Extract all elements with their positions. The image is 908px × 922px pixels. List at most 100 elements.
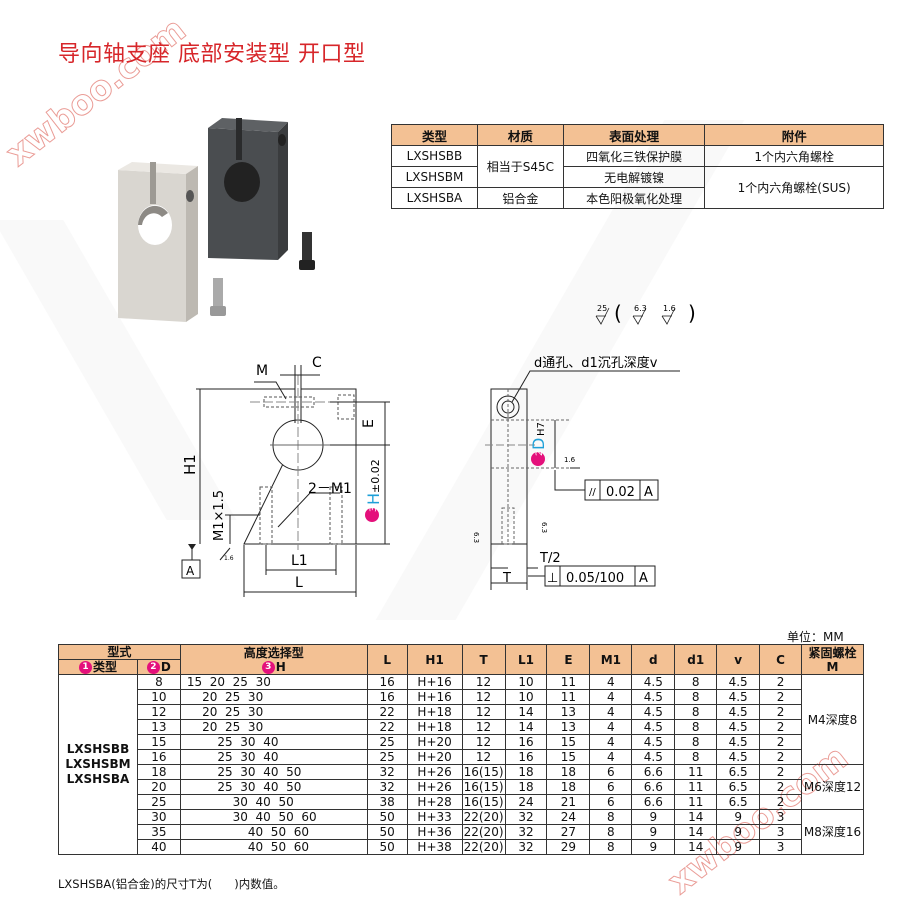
cell-d1: 8 [674, 674, 718, 690]
cell-v: 4.5 [716, 719, 761, 735]
cell-H: 40 50 60 [179, 839, 368, 855]
header-C: C [759, 644, 803, 675]
cell-D: 10 [136, 689, 181, 705]
cell-L: 25 [366, 734, 408, 750]
cell-C: 2 [759, 704, 803, 720]
cell-M1: 4 [589, 749, 633, 765]
cell-L1: 24 [504, 794, 548, 810]
cell-C: 2 [759, 689, 803, 705]
label-M: M [256, 363, 268, 379]
header-H1: H1 [406, 644, 463, 675]
cell-T: 12 [461, 704, 506, 720]
perpendicular-datum: A [639, 571, 648, 586]
cell-H1: H+20 [406, 749, 463, 765]
cell-D: 20 [136, 779, 181, 795]
header-bolt-M: M [826, 659, 839, 674]
cell-L1: 10 [504, 689, 548, 705]
type-name: LXSHSBB [66, 742, 130, 756]
header-type-label: 类型 [92, 660, 117, 674]
cell-C: 2 [759, 764, 803, 780]
cell-M1: 8 [589, 839, 633, 855]
cell-v: 9 [716, 839, 761, 855]
cell-D: 12 [136, 704, 181, 720]
cell-type: LXSHSBA [391, 187, 478, 209]
cell-D: 18 [136, 764, 181, 780]
badge-3: 3 [261, 660, 275, 674]
cell-E: 29 [546, 839, 591, 855]
cell-M1: 8 [589, 809, 633, 825]
cell-H: 40 50 60 [179, 824, 368, 840]
cell-M1: 6 [589, 779, 633, 795]
cell-H1: H+26 [406, 779, 463, 795]
cell-L: 50 [366, 809, 408, 825]
cell-d1: 14 [674, 839, 718, 855]
datum-A: A [186, 564, 195, 578]
cell-C: 2 [759, 734, 803, 750]
cell-L1: 10 [504, 674, 548, 690]
front-view-svg: M C E H1 M1×1.5 2－M1 3 H ±0.02 L1 L A 1.… [181, 355, 390, 597]
cell-material: 铝合金 [476, 187, 564, 209]
cell-H1: H+36 [406, 824, 463, 840]
page-title: 导向轴支座 底部安装型 开口型 [58, 42, 366, 67]
cell-C: 2 [759, 749, 803, 765]
svg-text:): ) [688, 301, 696, 325]
cell-surface: 无电解镀镍 [562, 166, 706, 188]
cell-H: 30 40 50 [179, 794, 368, 810]
header-height-group-label: 高度选择型 [243, 645, 304, 660]
cell-H1: H+20 [406, 734, 463, 750]
cell-L1: 32 [504, 824, 548, 840]
cell-H: 20 25 30 [179, 704, 368, 720]
cell-d: 4.5 [631, 749, 676, 765]
cell-D: 16 [136, 749, 181, 765]
roughness-D: 1.6 [564, 456, 576, 464]
perpendicular-symbol: ⊥ [547, 571, 558, 586]
cell-H1: H+18 [406, 719, 463, 735]
header-L1: L1 [504, 644, 548, 675]
cell-D: 8 [136, 674, 181, 690]
badge-2-text: 2 [535, 450, 545, 456]
cell-D: 30 [136, 809, 181, 825]
cell-E: 18 [546, 764, 591, 780]
cell-H1: H+26 [406, 764, 463, 780]
cell-H1: H+33 [406, 809, 463, 825]
cell-L1: 18 [504, 779, 548, 795]
cell-E: 13 [546, 704, 591, 720]
cell-C: 2 [759, 674, 803, 690]
perpendicular-value: 0.05/100 [566, 571, 624, 586]
cell-L1: 16 [504, 734, 548, 750]
header-bolt: 紧固螺栓 M [801, 644, 864, 675]
cell-d: 9 [631, 839, 676, 855]
cell-type: LXSHSBM [391, 166, 478, 188]
side-view-svg: d通孔、d1沉孔深度v 2 D H7 1.6 // 0.02 A T/2 T ⊥… [472, 355, 680, 590]
cell-C: 2 [759, 719, 803, 735]
cell-D: 15 [136, 734, 181, 750]
parallel-datum: A [644, 485, 653, 500]
label-2-M1: 2－M1 [308, 481, 352, 497]
cell-D: 13 [136, 719, 181, 735]
cell-D: 40 [136, 839, 181, 855]
cell-M1: 6 [589, 794, 633, 810]
cell-bolt-group: M6深度12 [801, 764, 864, 810]
cell-v: 6.5 [716, 779, 761, 795]
product-photo [110, 110, 340, 325]
label-L: L [295, 575, 303, 591]
cell-M1: 6 [589, 764, 633, 780]
cell-v: 9 [716, 824, 761, 840]
cell-d: 9 [631, 809, 676, 825]
badge-2 [531, 452, 545, 466]
roughness-legend: 25 ( 6.3 1.6 ) [592, 296, 712, 332]
cell-d: 4.5 [631, 704, 676, 720]
cell-E: 11 [546, 689, 591, 705]
label-hole-note: d通孔、d1沉孔深度v [534, 355, 658, 371]
label-H: H [364, 493, 383, 505]
cell-d: 6.6 [631, 779, 676, 795]
